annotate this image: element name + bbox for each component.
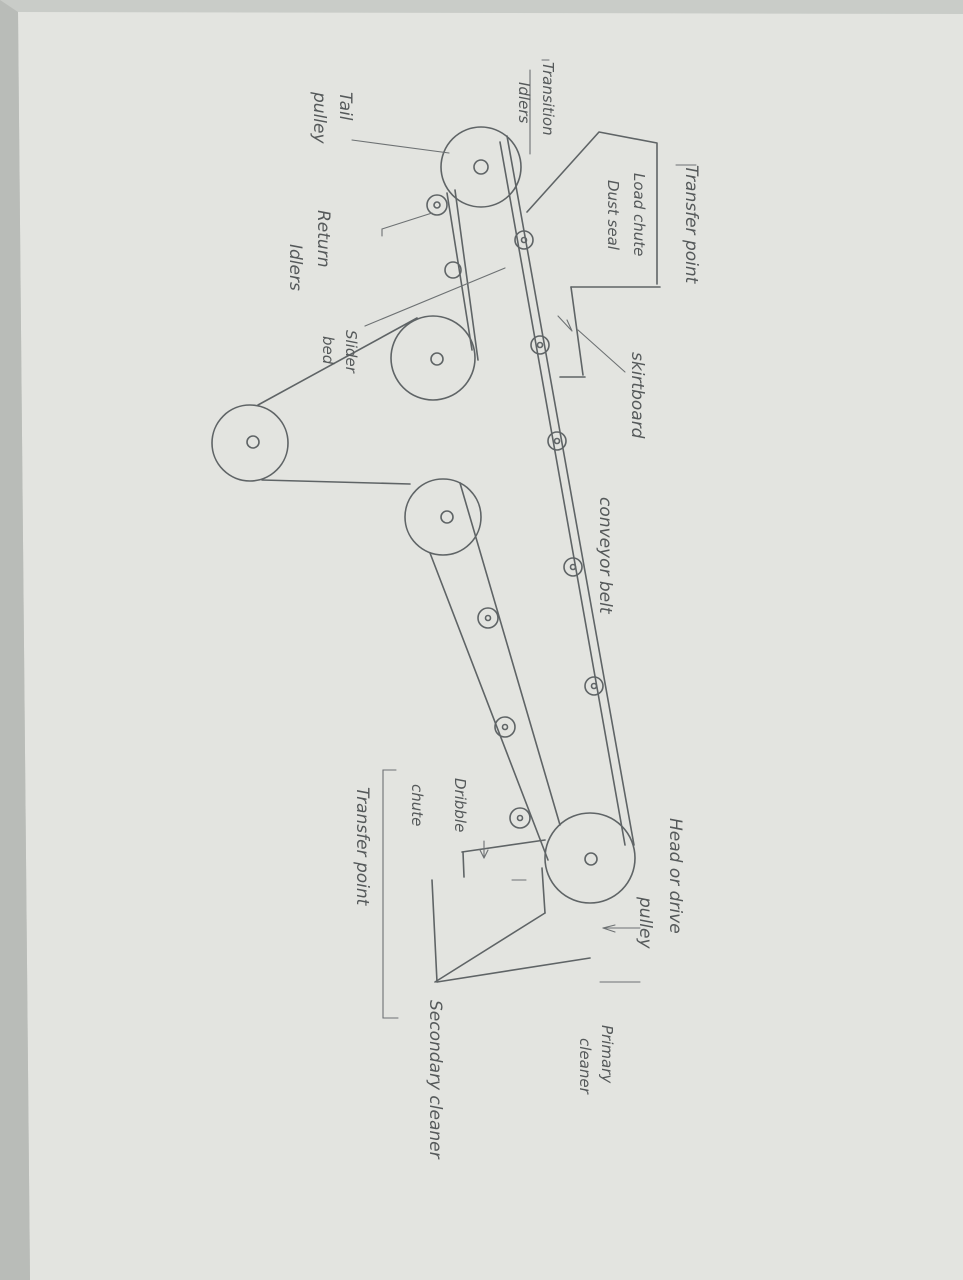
label-tail-line2: pulley [309, 91, 329, 144]
take-up-pulley [211, 404, 289, 482]
label-transfer-point-top: Transfer point [681, 165, 701, 285]
leader-lines [351, 69, 641, 983]
bend-pulley [404, 478, 482, 556]
label-head-line1: Head or drive [665, 818, 685, 934]
paper-shadow [0, 0, 30, 1280]
tail-pulley [440, 126, 522, 208]
carrying-idlers [514, 230, 604, 696]
dribble-chute [431, 839, 591, 983]
label-skirtboard: skirtboard [627, 352, 647, 439]
head-pulley [544, 812, 636, 904]
label-dribble-line1: Dribble [451, 778, 469, 832]
label-transfer-point-bottom: Transfer point [352, 787, 372, 907]
label-return-line2: Idlers [285, 244, 305, 291]
label-return-line1: Return [313, 210, 333, 267]
label-primary-line1: Primary [598, 1025, 616, 1084]
label-slider-line2: bed [319, 336, 337, 365]
paper-sheet [18, 12, 963, 1280]
label-transition-line1: Transition [539, 62, 557, 136]
return-idlers [426, 194, 531, 829]
transfer-point-bracket [382, 769, 399, 1019]
label-secondary-cleaner: Secondary cleaner [425, 1000, 445, 1160]
label-head-line2: pulley [635, 896, 655, 949]
label-transition-line2: Idlers [515, 82, 533, 124]
label-primary-line2: cleaner [576, 1038, 594, 1095]
label-slider-line1: Slider [342, 330, 360, 374]
label-dust-seal: Dust seal [604, 180, 622, 251]
conveyor-belt [257, 135, 635, 861]
label-load-chute: Load chute [630, 173, 648, 256]
load-chute [526, 131, 661, 378]
label-dribble-line2: chute [408, 784, 426, 826]
label-conveyor-belt: conveyor belt [595, 497, 615, 615]
snub-pulley [390, 315, 476, 401]
label-tail-line1: Tail [335, 92, 355, 121]
